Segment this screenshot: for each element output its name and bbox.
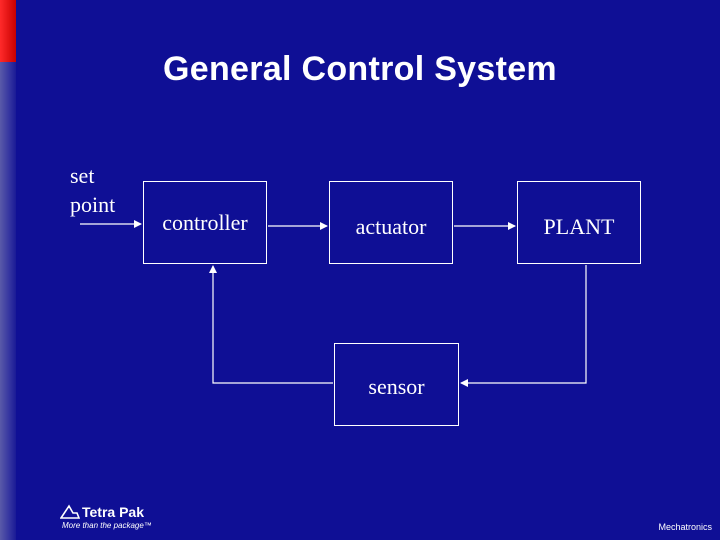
logo-tagline: More than the package™ [62, 521, 152, 530]
sensor-label: sensor [368, 374, 425, 399]
tetra-pak-logo-icon [60, 504, 80, 519]
controller-block: controller [143, 181, 267, 264]
set-point-label-line1: set [70, 163, 95, 188]
set-point-label-line2: point [70, 192, 116, 217]
slide-title: General Control System [163, 50, 557, 88]
left-accent-bar [0, 0, 16, 540]
plant-block: PLANT [517, 181, 641, 264]
red-accent-stripe [0, 0, 16, 62]
footer-course-name: Mechatronics [658, 522, 712, 532]
logo-brand-text: Tetra Pak [82, 504, 144, 520]
controller-label: controller [162, 210, 248, 235]
actuator-label: actuator [355, 214, 427, 239]
sensor-to-controller-feedback-arrow [209, 265, 333, 384]
plant-to-sensor-arrow [460, 265, 587, 387]
actuator-block: actuator [329, 181, 453, 264]
sensor-block: sensor [334, 343, 459, 426]
plant-label: PLANT [543, 214, 615, 239]
